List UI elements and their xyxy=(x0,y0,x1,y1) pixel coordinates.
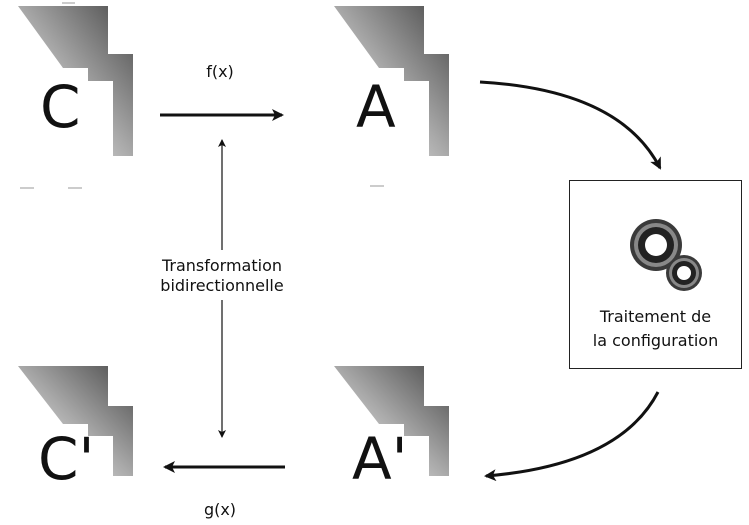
gear-icon xyxy=(630,219,702,291)
label-fx: f(x) xyxy=(206,62,234,81)
process-label: Traitement de la configuration xyxy=(570,305,741,353)
label-gx: g(x) xyxy=(203,500,237,519)
arrow-process-to-a-prime xyxy=(484,391,660,482)
process-label-line2: la configuration xyxy=(592,331,719,350)
document-corner-icon-c-prime xyxy=(18,366,133,476)
process-box: Traitement de la configuration xyxy=(569,180,742,369)
process-label-line1: Traitement de xyxy=(599,307,712,326)
node-c: C xyxy=(40,73,81,141)
node-a: A xyxy=(356,73,396,141)
node-a-prime: A' xyxy=(352,425,408,493)
node-c-prime: C' xyxy=(38,425,95,493)
label-transformation: Transformation bidirectionnelle xyxy=(132,256,312,296)
label-transformation-line1: Transformation xyxy=(161,256,283,275)
document-corner-icon-c xyxy=(18,6,133,156)
label-transformation-line2: bidirectionnelle xyxy=(160,276,284,295)
arrow-a-to-process xyxy=(479,80,662,170)
document-corner-icon-a xyxy=(334,6,449,156)
document-corner-icon-a-prime xyxy=(334,366,449,476)
